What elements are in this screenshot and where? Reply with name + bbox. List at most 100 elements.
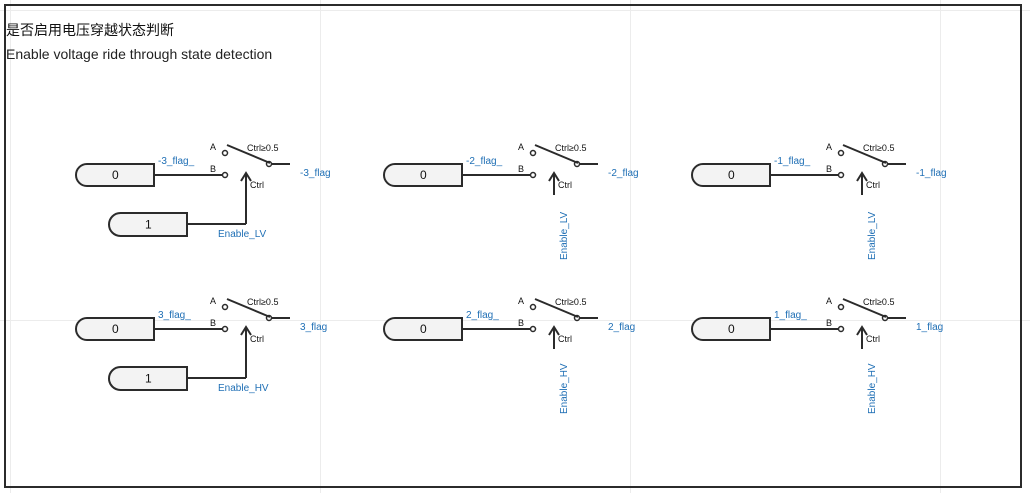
const-block-value: 0 [728, 322, 735, 336]
const-block-value: 1 [145, 372, 152, 386]
ctrl-label: Ctrl [558, 180, 572, 190]
ctrl-label: Ctrl [250, 334, 264, 344]
const-one-block[interactable]: 1 [108, 366, 188, 391]
port-b-label: B [826, 318, 832, 328]
ctrl-arrow-icon [240, 171, 252, 182]
const-block-body [108, 366, 188, 391]
ctrl-label: Ctrl [866, 334, 880, 344]
input-a-label: 3_flag_ [158, 310, 191, 321]
switch-blade [226, 298, 271, 318]
const-block-body [108, 212, 188, 237]
const-zero-block[interactable]: 0 [383, 163, 463, 187]
const-block-value: 0 [420, 168, 427, 182]
output-signal-label: -1_flag [916, 168, 947, 179]
output-signal-label: 3_flag [300, 322, 327, 333]
const-zero-block[interactable]: 0 [383, 317, 463, 341]
ctrl-signal-label: Enable_HV [867, 363, 878, 414]
ctrl-condition-label: Ctrl≥0.5 [555, 143, 586, 153]
port-b-terminal [221, 325, 229, 333]
port-a-label: A [210, 296, 216, 306]
ctrl-arrow-icon [548, 325, 560, 336]
port-b-label: B [210, 318, 216, 328]
const-block-value: 0 [420, 322, 427, 336]
diagram-frame [4, 4, 1022, 488]
input-a-label: -1_flag_ [774, 156, 811, 167]
const-block-body [691, 163, 771, 187]
const-zero-block[interactable]: 0 [691, 163, 771, 187]
const-zero-block[interactable]: 0 [75, 317, 155, 341]
ctrl-label: Ctrl [866, 180, 880, 190]
ctrl-signal-label: Enable_LV [559, 211, 570, 260]
ctrl-condition-label: Ctrl≥0.5 [863, 297, 894, 307]
ctrl-signal-label: Enable_HV [218, 383, 269, 394]
port-a-terminal [837, 149, 845, 157]
ctrl-condition-label: Ctrl≥0.5 [863, 143, 894, 153]
input-a-label: 2_flag_ [466, 310, 499, 321]
port-a-terminal [529, 303, 537, 311]
const-block-body [75, 317, 155, 341]
port-a-terminal [221, 149, 229, 157]
diagram-title-en: Enable voltage ride through state detect… [6, 46, 273, 62]
port-b-terminal [837, 325, 845, 333]
switch-blade [842, 298, 887, 318]
switch-blade [534, 298, 579, 318]
input-a-label: -3_flag_ [158, 156, 195, 167]
const-block-value: 0 [112, 322, 119, 336]
ctrl-arrow-icon [548, 171, 560, 182]
const-block-body [75, 163, 155, 187]
switch-blade [226, 144, 271, 164]
ctrl-arrow-icon [856, 171, 868, 182]
diagram-title-zh: 是否启用电压穿越状态判断 [6, 23, 174, 39]
ctrl-signal-label: Enable_HV [559, 363, 570, 414]
const-block-body [383, 317, 463, 341]
switch-blade [842, 144, 887, 164]
const-one-block[interactable]: 1 [108, 212, 188, 237]
switch-blade [534, 144, 579, 164]
input-a-label: -2_flag_ [466, 156, 503, 167]
port-a-terminal [837, 303, 845, 311]
port-a-terminal [221, 303, 229, 311]
const-zero-block[interactable]: 0 [75, 163, 155, 187]
ctrl-signal-label: Enable_LV [218, 229, 267, 240]
port-b-label: B [210, 164, 216, 174]
port-b-label: B [518, 164, 524, 174]
const-block-body [691, 317, 771, 341]
const-block-value: 0 [728, 168, 735, 182]
ctrl-condition-label: Ctrl≥0.5 [247, 143, 278, 153]
ctrl-condition-label: Ctrl≥0.5 [247, 297, 278, 307]
output-signal-label: -2_flag [608, 168, 639, 179]
port-a-terminal [529, 149, 537, 157]
port-a-label: A [826, 142, 832, 152]
ctrl-label: Ctrl [558, 334, 572, 344]
const-block-value: 1 [145, 218, 152, 232]
const-block-body [383, 163, 463, 187]
port-a-label: A [518, 296, 524, 306]
port-b-terminal [529, 325, 537, 333]
port-b-terminal [837, 171, 845, 179]
const-block-value: 0 [112, 168, 119, 182]
output-signal-label: 2_flag [608, 322, 635, 333]
const-zero-block[interactable]: 0 [691, 317, 771, 341]
port-a-label: A [210, 142, 216, 152]
ctrl-condition-label: Ctrl≥0.5 [555, 297, 586, 307]
port-b-label: B [826, 164, 832, 174]
port-a-label: A [826, 296, 832, 306]
ctrl-label: Ctrl [250, 180, 264, 190]
port-b-terminal [221, 171, 229, 179]
ctrl-signal-label: Enable_LV [867, 211, 878, 260]
ctrl-arrow-icon [240, 325, 252, 336]
output-signal-label: 1_flag [916, 322, 943, 333]
port-b-label: B [518, 318, 524, 328]
input-a-label: 1_flag_ [774, 310, 807, 321]
port-a-label: A [518, 142, 524, 152]
port-b-terminal [529, 171, 537, 179]
output-signal-label: -3_flag [300, 168, 331, 179]
